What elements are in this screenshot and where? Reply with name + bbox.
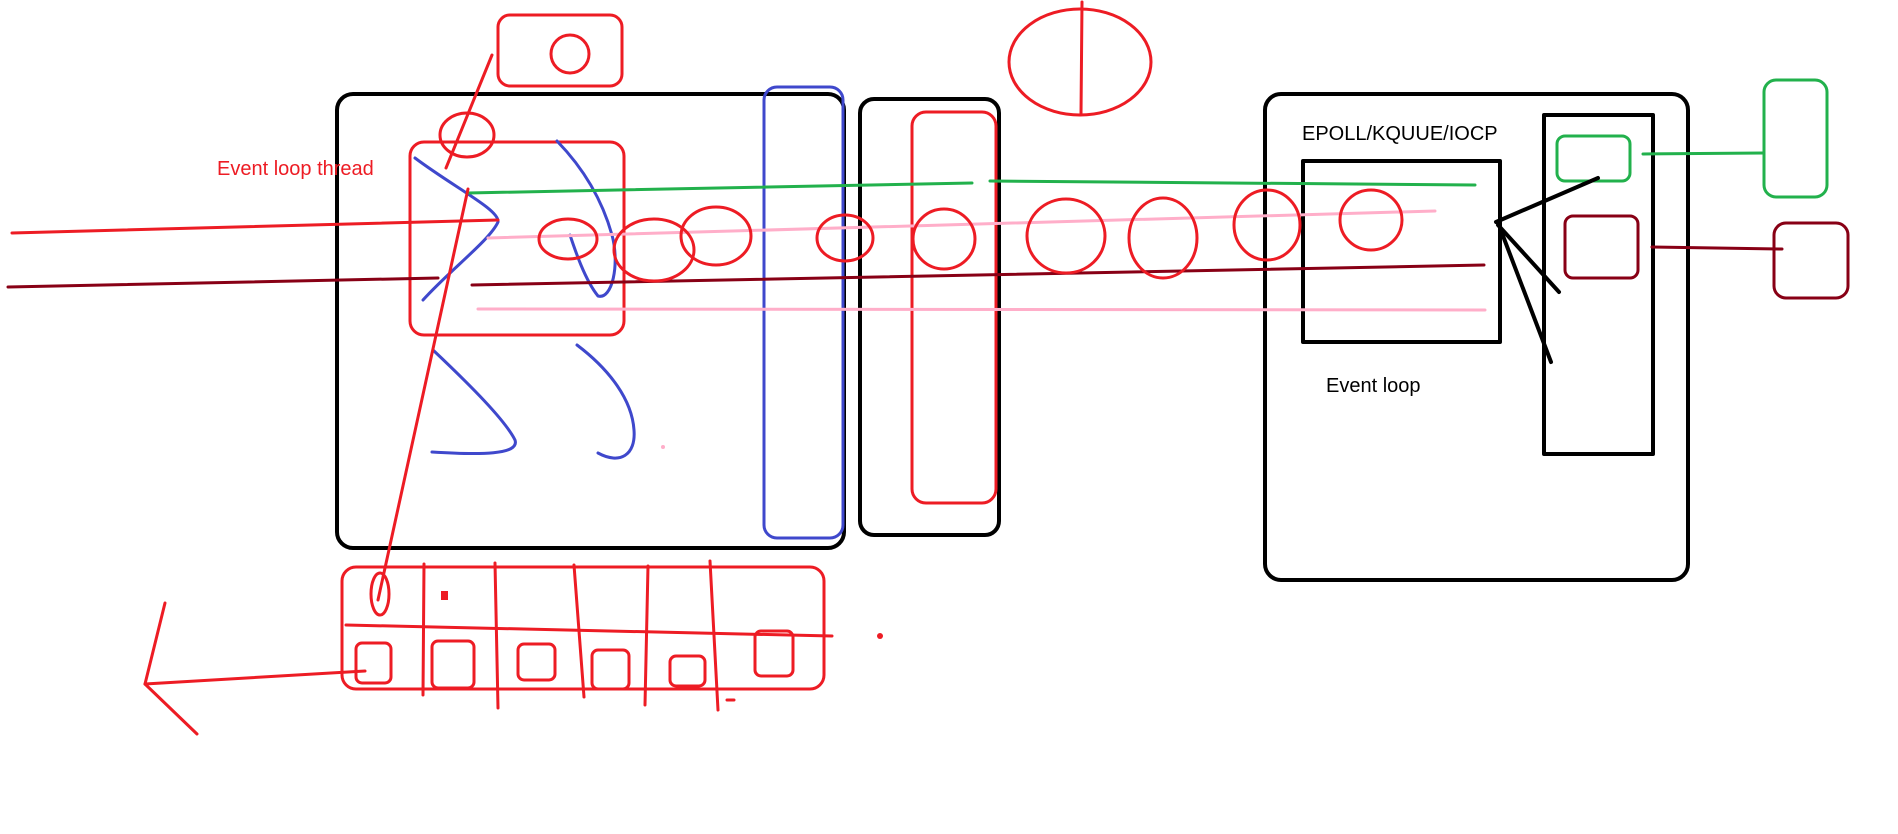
green-flow-line	[466, 181, 974, 195]
queue-divider	[708, 559, 720, 712]
queue-task-box	[430, 639, 476, 690]
event-circle	[537, 217, 599, 261]
green-small-box	[1555, 134, 1632, 183]
event-circle	[612, 217, 696, 283]
green-connector-line	[1641, 151, 1766, 156]
red-input-line	[10, 218, 500, 235]
event-circle	[1232, 188, 1302, 262]
queue-task-box	[516, 642, 557, 682]
red-dot	[877, 633, 883, 639]
top-red-box	[496, 13, 624, 88]
thread-connector-line	[444, 53, 494, 170]
event-circle	[815, 213, 875, 263]
black-arrow-line	[1496, 223, 1561, 294]
thread-red-box	[408, 140, 626, 337]
pink-flow-line	[486, 209, 1437, 240]
queue-task-box	[354, 641, 393, 685]
event-circle	[1338, 188, 1404, 252]
middle-container-box	[858, 97, 1001, 537]
queue-dot	[441, 591, 448, 600]
arrow-head-upper	[143, 601, 167, 686]
green-external-box	[1762, 78, 1829, 199]
queue-task-box	[668, 654, 707, 688]
event-circle	[679, 205, 753, 267]
queue-task-box	[753, 629, 795, 678]
dark-red-small-box	[1563, 214, 1640, 280]
event-circle	[911, 207, 977, 271]
blue-column	[762, 85, 845, 540]
queue-divider	[643, 564, 650, 707]
thread-to-queue-line	[376, 187, 470, 602]
right-container-box	[1263, 92, 1690, 582]
dark-red-connector-line	[1650, 245, 1784, 251]
blue-curve	[555, 139, 617, 298]
blue-curve	[430, 348, 517, 456]
arrow-head-lower	[143, 682, 199, 736]
dark-red-external-box	[1772, 221, 1850, 300]
event-loop-label: Event loop	[1326, 375, 1421, 397]
event-loop-thread-label: Event loop thread	[217, 158, 374, 180]
blue-curve	[575, 343, 636, 460]
pink-dot	[661, 445, 665, 449]
green-flow-line	[988, 179, 1477, 187]
dark-red-input-line	[6, 276, 440, 289]
queue-middle-line	[344, 623, 834, 638]
red-column	[910, 110, 998, 505]
queue-oval	[369, 571, 391, 617]
arrow-shaft	[143, 669, 367, 686]
event-circle	[1127, 196, 1199, 280]
black-arrow-line	[1494, 176, 1600, 224]
pink-flow-line	[476, 307, 1487, 312]
queue-task-box	[590, 648, 631, 691]
queue-divider	[493, 561, 500, 710]
black-arrow-line	[1498, 226, 1553, 364]
epoll-kquue-iocp-label: EPOLL/KQUUE/IOCP	[1302, 123, 1498, 145]
dark-red-flow-line	[470, 263, 1486, 287]
queue-divider	[421, 562, 426, 697]
poller-column-box	[1542, 113, 1655, 456]
left-container-box	[335, 92, 846, 550]
event-loop-box	[1301, 159, 1502, 344]
top-split-circle-line	[1079, 0, 1084, 116]
event-circle	[1025, 197, 1107, 275]
top-red-circle	[549, 33, 591, 75]
